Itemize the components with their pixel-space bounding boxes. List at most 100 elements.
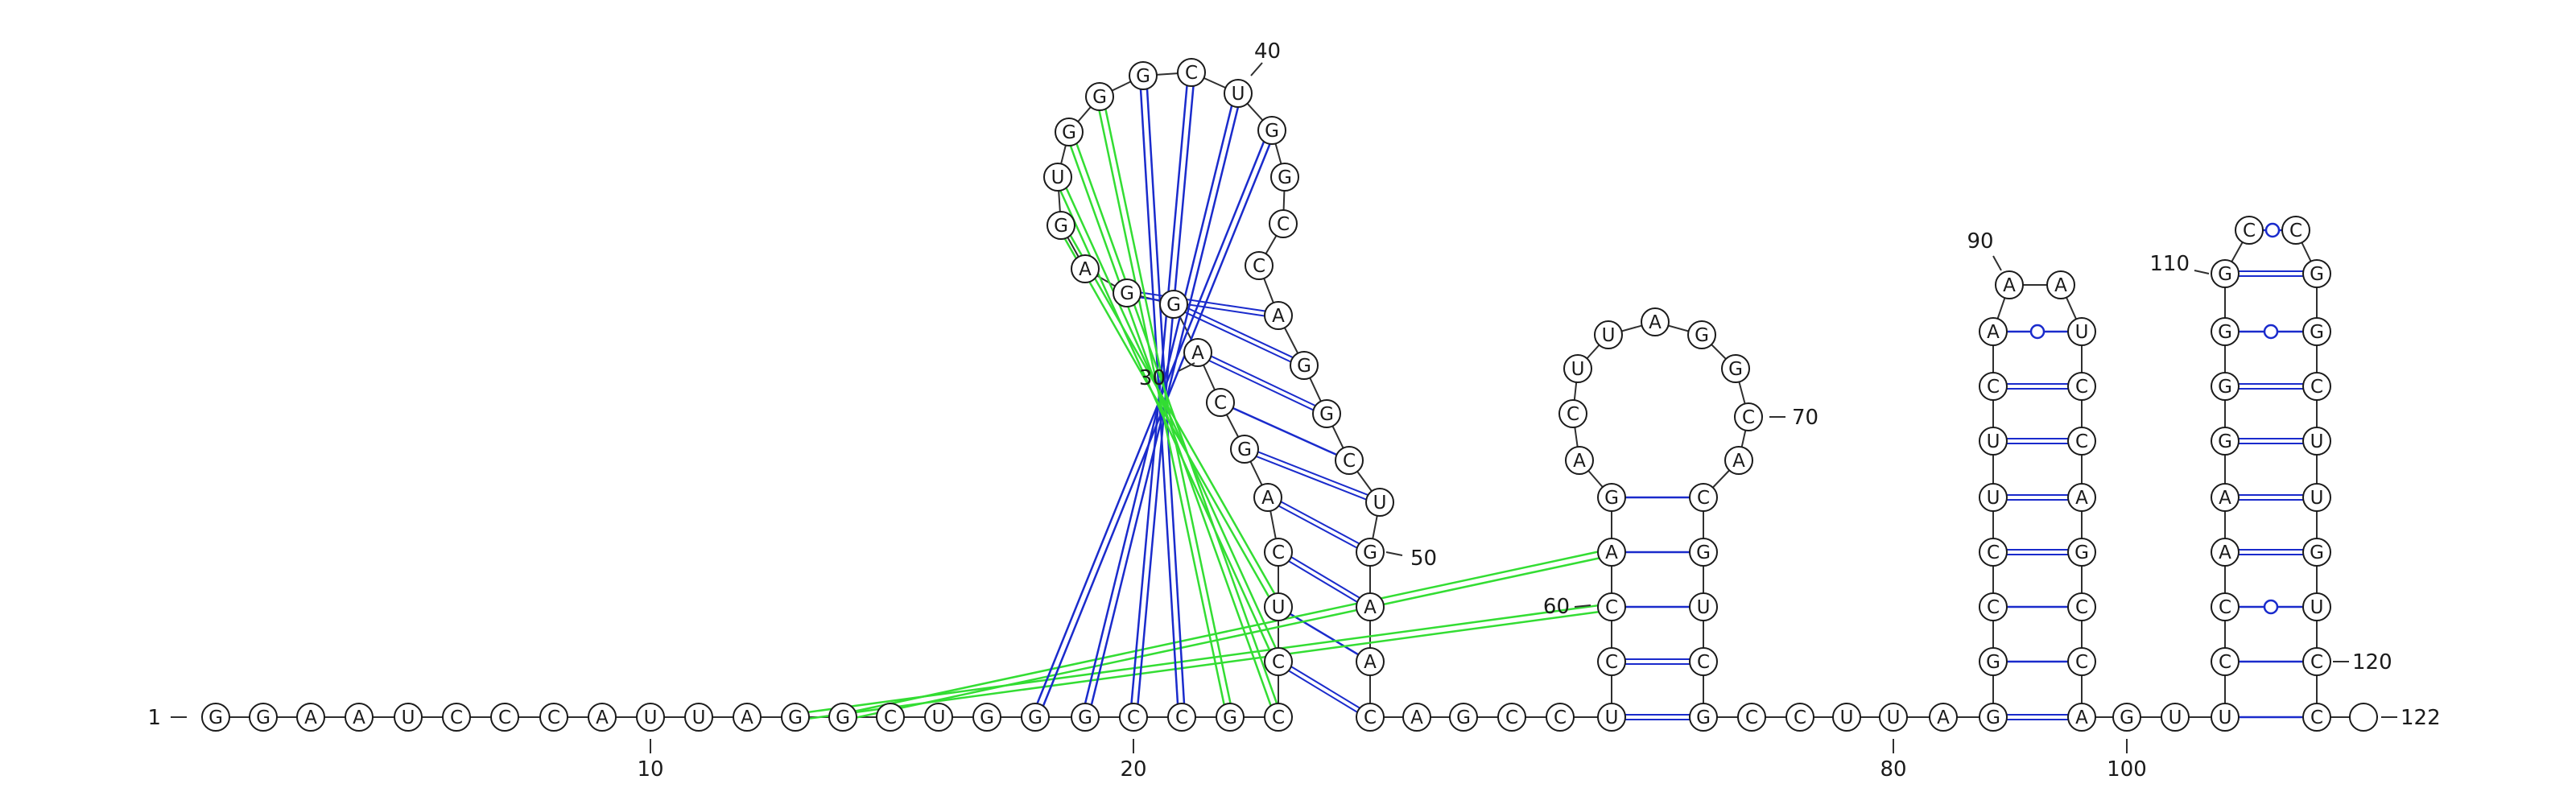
nucleotide-letter: A [304, 707, 317, 728]
nucleotide-letter: U [2310, 597, 2324, 618]
nucleotide-letter: U [402, 707, 415, 728]
nucleotide: C [1269, 209, 1298, 238]
nucleotide-letter: G [1986, 707, 2000, 728]
nucleotide: G [1290, 351, 1319, 380]
nucleotide: C [2211, 592, 2240, 621]
nucleotide: C [1264, 703, 1293, 732]
nucleotide-letter: G [980, 707, 994, 728]
nucleotide: C [1737, 703, 1766, 732]
nucleotide: C [490, 703, 519, 732]
nucleotide-letter: G [2218, 322, 2232, 343]
nucleotide: U [1597, 703, 1626, 732]
nucleotide-letter: C [1987, 597, 2000, 618]
nucleotide-letter: G [1319, 404, 1334, 425]
nucleotide-letter: G [1696, 542, 1711, 563]
nucleotide: G [1597, 483, 1626, 512]
position-number-80: 80 [1880, 739, 1907, 782]
nucleotide-letter: C [1697, 652, 1710, 673]
nucleotide-letter: G [1297, 356, 1311, 377]
position-number-122: 122 [2381, 706, 2441, 730]
nucleotide: C [1546, 703, 1575, 732]
nucleotide: G [1257, 116, 1286, 145]
nucleotide-letter: C [2075, 431, 2088, 452]
nucleotide: A [296, 703, 325, 732]
nucleotide-letter: C [1185, 63, 1198, 84]
pseudoknot-pair [808, 604, 1599, 720]
nucleotide: G [1085, 82, 1114, 111]
nucleotide: A [1402, 703, 1431, 732]
nucleotide: G [1270, 163, 1299, 192]
nucleotide: G [2211, 317, 2240, 346]
nucleotide-letter: C [1794, 707, 1806, 728]
nucleotide-letter: A [2219, 488, 2231, 509]
nucleotide: C [2067, 647, 2096, 676]
nucleotide-letter: U [2310, 488, 2324, 509]
nucleotide-letter: G [1237, 439, 1252, 460]
nucleotide-letter: A [1364, 597, 1377, 618]
nucleotide-letter: A [1987, 322, 2000, 343]
nucleotide: U [684, 703, 713, 732]
nucleotide: G [2211, 259, 2240, 288]
nucleotide-letter: G [1456, 707, 1471, 728]
nucleotide: C [1979, 372, 2008, 401]
nucleotide: G [2112, 703, 2141, 732]
helix-pair [1208, 355, 1316, 411]
nucleotide-letter: A [1649, 312, 1662, 333]
base-pairs [808, 85, 2303, 720]
nucleotide-letter: C [2310, 707, 2323, 728]
nucleotide-letter: G [1986, 652, 2000, 673]
nucleotide: C [1497, 703, 1526, 732]
nucleotide: G [201, 703, 230, 732]
nucleotide: C [1177, 58, 1206, 87]
nucleotide: C [1245, 251, 1274, 280]
nucleotide: C [2211, 647, 2240, 676]
nucleotide-letter: G [1265, 121, 1279, 142]
nucleotide-letter: G [256, 707, 270, 728]
nucleotide-letter: C [1505, 707, 1518, 728]
svg-text:90: 90 [1967, 229, 1993, 254]
helix-pair [2239, 324, 2303, 340]
nucleotide-letter: C [2075, 597, 2088, 618]
nucleotide-letter: A [596, 707, 609, 728]
nucleotide-letter: C [1214, 393, 1227, 414]
nucleotide: G [1312, 399, 1341, 428]
helix-pair [2239, 494, 2303, 501]
nucleotide-letter: U [2075, 322, 2089, 343]
position-number-110: 110 [2149, 252, 2210, 276]
nucleotide: C [539, 703, 568, 732]
nucleotide-letter: G [1223, 707, 1237, 728]
nucleotide-letter: G [1028, 707, 1042, 728]
nucleotide-letter: G [2310, 264, 2324, 285]
helix-pair [2239, 383, 2303, 390]
nucleotide-letter: U [1051, 167, 1065, 188]
nucleotide-letter: G [1696, 707, 1711, 728]
nucleotide-letter: U [1272, 597, 1286, 618]
nucleotide-letter: G [1120, 283, 1134, 304]
helix-pair [1256, 451, 1368, 501]
nucleotide: G [2211, 427, 2240, 456]
helix-pair [2007, 324, 2068, 340]
nucleotide-letter: G [836, 707, 850, 728]
nucleotide-letter: U [1232, 84, 1245, 105]
nucleotide: C [2067, 427, 2096, 456]
nucleotide: G [1071, 703, 1100, 732]
nucleotide-letter: C [2075, 652, 2088, 673]
nucleotide: U [1594, 320, 1623, 349]
nucleotide-letter: U [1373, 493, 1387, 514]
nucleotide: G [1687, 320, 1716, 349]
nucleotide: U [2211, 703, 2240, 732]
nucleotide: G [1230, 435, 1259, 464]
nucleotide: G [828, 703, 857, 732]
nucleotide: C [1979, 538, 2008, 567]
nucleotide: U [1563, 354, 1592, 383]
nucleotide: G [1113, 278, 1141, 307]
nucleotide: A [1264, 301, 1293, 330]
svg-text:80: 80 [1880, 757, 1906, 782]
nucleotide-letter: A [1272, 306, 1285, 327]
nucleotide-letter: U [1887, 707, 1901, 728]
nucleotide: A [2046, 270, 2075, 299]
nucleotide: U [1043, 163, 1072, 192]
nucleotide: A [2211, 538, 2240, 567]
nucleotide-letter: C [1554, 707, 1567, 728]
nucleotide: C [1264, 538, 1293, 567]
